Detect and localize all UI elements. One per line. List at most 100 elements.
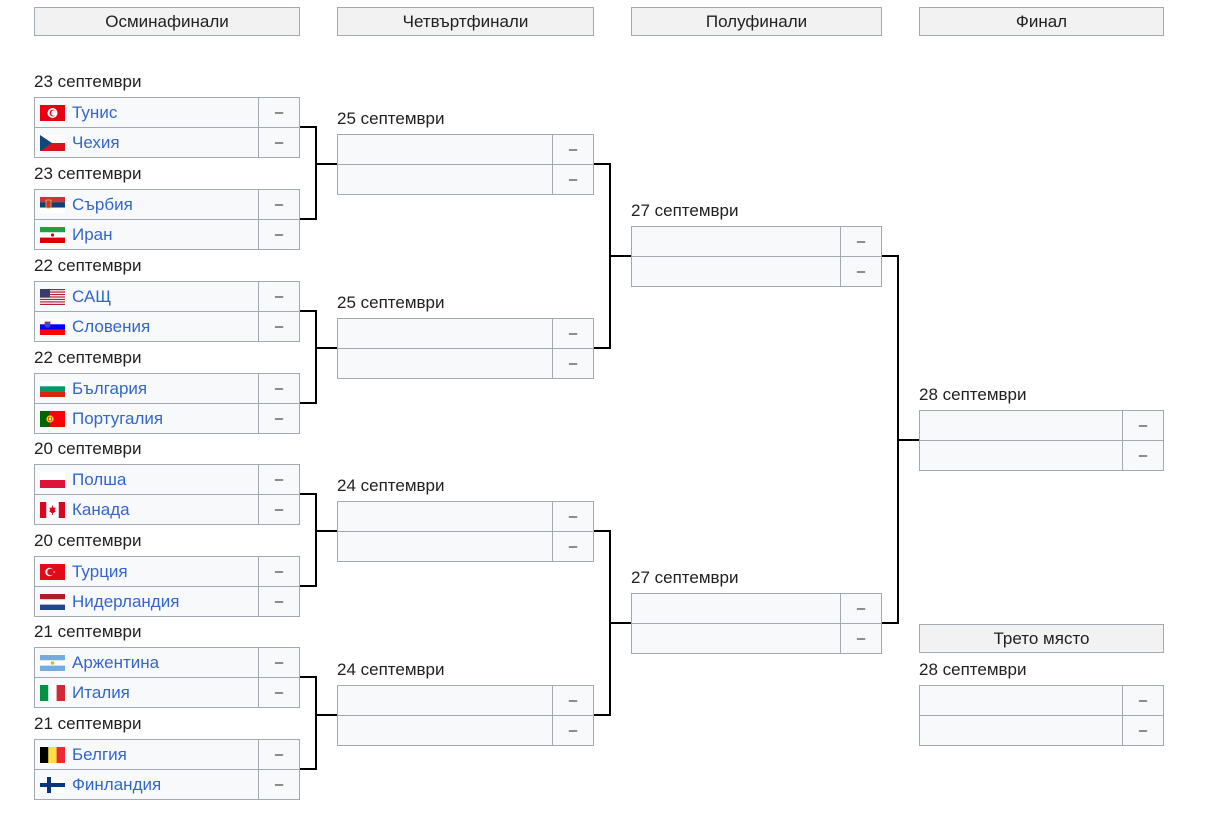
team-name[interactable]: България <box>35 374 147 403</box>
team-name <box>632 257 637 286</box>
score-cell: – <box>258 403 300 434</box>
team-link[interactable]: Тунис <box>72 102 118 122</box>
match-date: 22 септември <box>34 256 142 275</box>
team-link[interactable]: Португалия <box>72 408 164 428</box>
team-row: – <box>631 593 882 624</box>
bracket-connector <box>594 530 611 716</box>
team-link[interactable]: Канада <box>72 499 130 519</box>
team-row: – <box>337 348 594 379</box>
belgium-flag-icon <box>40 746 65 763</box>
score-cell: – <box>1122 715 1164 746</box>
team-name[interactable]: Полша <box>35 465 126 494</box>
team-link[interactable]: Турция <box>72 561 128 581</box>
team-link[interactable]: България <box>72 378 148 398</box>
poland-flag-icon <box>40 471 65 488</box>
bracket-connector <box>300 676 317 770</box>
team-name <box>920 686 925 715</box>
team-name[interactable]: Канада <box>35 495 130 524</box>
score-cell: – <box>258 769 300 800</box>
usa-flag-icon <box>40 288 65 305</box>
team-name[interactable]: Сърбия <box>35 190 133 219</box>
team-row: Тунис– <box>34 97 300 128</box>
team-name <box>632 624 637 653</box>
team-row: – <box>919 715 1164 746</box>
score-cell: – <box>258 586 300 617</box>
score-cell: – <box>258 556 300 587</box>
score-cell: – <box>258 219 300 250</box>
team-name <box>920 411 925 440</box>
score-cell: – <box>552 501 594 532</box>
team-row: – <box>919 410 1164 441</box>
team-name[interactable]: Финландия <box>35 770 161 799</box>
serbia-flag-icon <box>40 196 65 213</box>
team-link[interactable]: Полша <box>72 469 127 489</box>
team-row: – <box>919 685 1164 716</box>
header-semifinals: Полуфинали <box>631 7 882 36</box>
score-cell: – <box>258 677 300 708</box>
team-row: Иран – <box>34 219 300 250</box>
match-date: 22 септември <box>34 348 142 367</box>
score-cell: – <box>840 226 882 257</box>
match-date: 21 септември <box>34 622 142 641</box>
team-row: Аржентина – <box>34 647 300 678</box>
team-name[interactable]: Аржентина <box>35 648 159 677</box>
match-date: 21 септември <box>34 714 142 733</box>
score-cell: – <box>552 715 594 746</box>
team-name <box>632 594 637 623</box>
team-name[interactable]: САЩ <box>35 282 111 311</box>
team-name <box>338 349 343 378</box>
team-name[interactable]: Белгия <box>35 740 127 769</box>
team-name[interactable]: Нидерландия <box>35 587 179 616</box>
score-cell: – <box>258 189 300 220</box>
team-row: Нидерландия – <box>34 586 300 617</box>
team-row: – <box>337 134 594 165</box>
team-name[interactable]: Португалия <box>35 404 163 433</box>
team-link[interactable]: Белгия <box>72 744 127 764</box>
match-date: 20 септември <box>34 531 142 550</box>
team-link[interactable]: Финландия <box>72 774 162 794</box>
header-final: Финал <box>919 7 1164 36</box>
header-third-place: Трето място <box>919 624 1164 653</box>
team-link[interactable]: Италия <box>72 682 130 702</box>
team-row: – <box>337 685 594 716</box>
match-date: 28 септември <box>919 385 1027 404</box>
team-name[interactable]: Тунис <box>35 98 117 127</box>
bracket-connector <box>594 163 611 349</box>
team-link[interactable]: Иран <box>72 224 113 244</box>
team-name <box>338 532 343 561</box>
team-row: Полша– <box>34 464 300 495</box>
team-link[interactable]: Словения <box>72 316 151 336</box>
score-cell: – <box>552 318 594 349</box>
team-row: – <box>337 715 594 746</box>
team-row: Чехия– <box>34 127 300 158</box>
team-name[interactable]: Иран <box>35 220 113 249</box>
header-round-of-16: Осминафинали <box>34 7 300 36</box>
match-date: 23 септември <box>34 164 142 183</box>
team-row: Португалия – <box>34 403 300 434</box>
score-cell: – <box>1122 440 1164 471</box>
team-name[interactable]: Италия <box>35 678 130 707</box>
team-link[interactable]: Сърбия <box>72 194 133 214</box>
team-link[interactable]: Чехия <box>72 132 120 152</box>
team-row: Сърбия – <box>34 189 300 220</box>
netherlands-flag-icon <box>40 593 65 610</box>
score-cell: – <box>552 685 594 716</box>
team-row: България– <box>34 373 300 404</box>
bracket-connector <box>300 126 317 220</box>
score-cell: – <box>258 281 300 312</box>
team-name[interactable]: Словения <box>35 312 150 341</box>
team-row: Канада– <box>34 494 300 525</box>
team-link[interactable]: САЩ <box>72 286 112 306</box>
score-cell: – <box>258 647 300 678</box>
team-link[interactable]: Нидерландия <box>72 591 180 611</box>
team-name[interactable]: Чехия <box>35 128 120 157</box>
score-cell: – <box>1122 410 1164 441</box>
bracket-connector <box>300 493 317 587</box>
match-date: 27 септември <box>631 201 739 220</box>
score-cell: – <box>552 164 594 195</box>
team-name[interactable]: Турция <box>35 557 128 586</box>
bracket-connector <box>300 310 317 404</box>
czechia-flag-icon <box>40 134 65 151</box>
portugal-flag-icon <box>40 410 65 427</box>
team-link[interactable]: Аржентина <box>72 652 160 672</box>
